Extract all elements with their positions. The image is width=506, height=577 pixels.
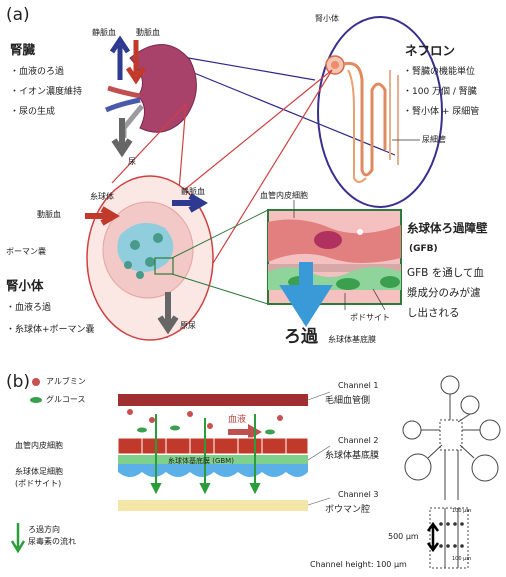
glomerulus-label: 糸球体 bbox=[90, 191, 114, 202]
filtration-direction-icon bbox=[12, 523, 24, 551]
kidney-bullet-2: ・イオン濃度維持 bbox=[10, 84, 82, 97]
podocyte-label-2: (ポドサイト) bbox=[15, 478, 61, 489]
dim-500um: 500 μm bbox=[388, 532, 419, 541]
nephron-bullet-1: ・腎臓の機能単位 bbox=[403, 64, 475, 77]
channel1-bar bbox=[118, 394, 308, 406]
channel3-desc: ボウマン腔 bbox=[325, 502, 370, 515]
primary-urine-label: 原尿 bbox=[180, 320, 196, 331]
channel1-name: Channel 1 bbox=[338, 381, 378, 390]
gfb-desc-1: GFB を通して血 bbox=[407, 263, 484, 283]
corpuscle-title: 腎小体 bbox=[6, 275, 44, 294]
nephron-bullet-2: ・100 万個 / 腎臓 bbox=[403, 84, 477, 97]
channel2-name: Channel 2 bbox=[338, 436, 378, 445]
zoom-line-top bbox=[177, 56, 315, 80]
channel2-desc: 糸球体基底膜 bbox=[325, 448, 379, 461]
podocyte-label-1: 糸球体足細胞 bbox=[15, 466, 63, 477]
nephron-icon bbox=[326, 56, 398, 182]
gfb-title: 糸球体ろ過障壁 bbox=[407, 220, 488, 236]
albumin-icon bbox=[32, 378, 40, 386]
channel3-name: Channel 3 bbox=[338, 490, 378, 499]
podocyte-label: ポドサイト bbox=[350, 312, 390, 323]
channel3-bar bbox=[118, 500, 308, 511]
kidney-bullet-1: ・血液のろ過 bbox=[10, 64, 64, 77]
endothelial-cells bbox=[118, 438, 308, 454]
blood-label: 血液 bbox=[228, 412, 246, 425]
filtration-dir-2: 尿毒素の流れ bbox=[28, 536, 76, 547]
kidney-vein-label: 静脈血 bbox=[92, 27, 116, 38]
gfb-desc-3: し出される bbox=[407, 303, 460, 323]
dim-100um-a: 100 μm bbox=[452, 508, 471, 514]
endothelial-label: 血管内皮細胞 bbox=[15, 440, 63, 451]
legend-glucose: グルコース bbox=[46, 394, 85, 405]
corpuscle-artery-label: 動脈血 bbox=[37, 209, 61, 220]
tubule-label: 尿細管 bbox=[422, 134, 446, 145]
channel1-desc: 毛細血管側 bbox=[325, 393, 370, 406]
dimension-arrow bbox=[428, 524, 438, 550]
kidney-artery-label: 動脈血 bbox=[136, 27, 160, 38]
panel-a-label: (a) bbox=[6, 5, 30, 25]
renal-corpuscle-label: 腎小体 bbox=[315, 13, 339, 24]
gfb-desc-2: 漿成分のみが濾 bbox=[407, 283, 481, 303]
legend-albumin: アルブミン bbox=[46, 376, 86, 387]
vein-arrow-up bbox=[112, 40, 128, 80]
gbm-inline-label: 糸球体基底膜 (GBM) bbox=[168, 456, 234, 466]
nephron-bullet-3: ・腎小体 + 尿細管 bbox=[403, 104, 479, 117]
gfb-endothelial-label: 血管内皮細胞 bbox=[260, 190, 308, 201]
nephron-title: ネフロン bbox=[405, 40, 455, 59]
dim-100um-b: 100 μm bbox=[452, 556, 471, 562]
gfb-abbr: (GFB) bbox=[409, 244, 438, 254]
filtration-dir-1: ろ過方向 bbox=[28, 524, 60, 535]
kidney-bullet-3: ・尿の生成 bbox=[10, 104, 55, 117]
pillar-dots bbox=[439, 522, 464, 548]
gbm-label: 糸球体基底膜 bbox=[328, 334, 376, 345]
corpuscle-vein-label: 静脈血 bbox=[181, 186, 205, 197]
kidney-urine-label: 尿 bbox=[128, 156, 136, 167]
kidney-title: 腎臓 bbox=[10, 39, 35, 58]
filtration-label: ろ過 bbox=[284, 322, 318, 347]
corpuscle-bullet-2: ・糸球体+ボーマン嚢 bbox=[6, 322, 95, 335]
channel-height: Channel height: 100 μm bbox=[310, 560, 407, 569]
glucose-icon bbox=[30, 397, 42, 403]
panel-b-label: (b) bbox=[6, 372, 30, 392]
bowman-label: ボーマン嚢 bbox=[6, 246, 46, 257]
corpuscle-bullet-1: ・血液ろ過 bbox=[6, 300, 51, 313]
